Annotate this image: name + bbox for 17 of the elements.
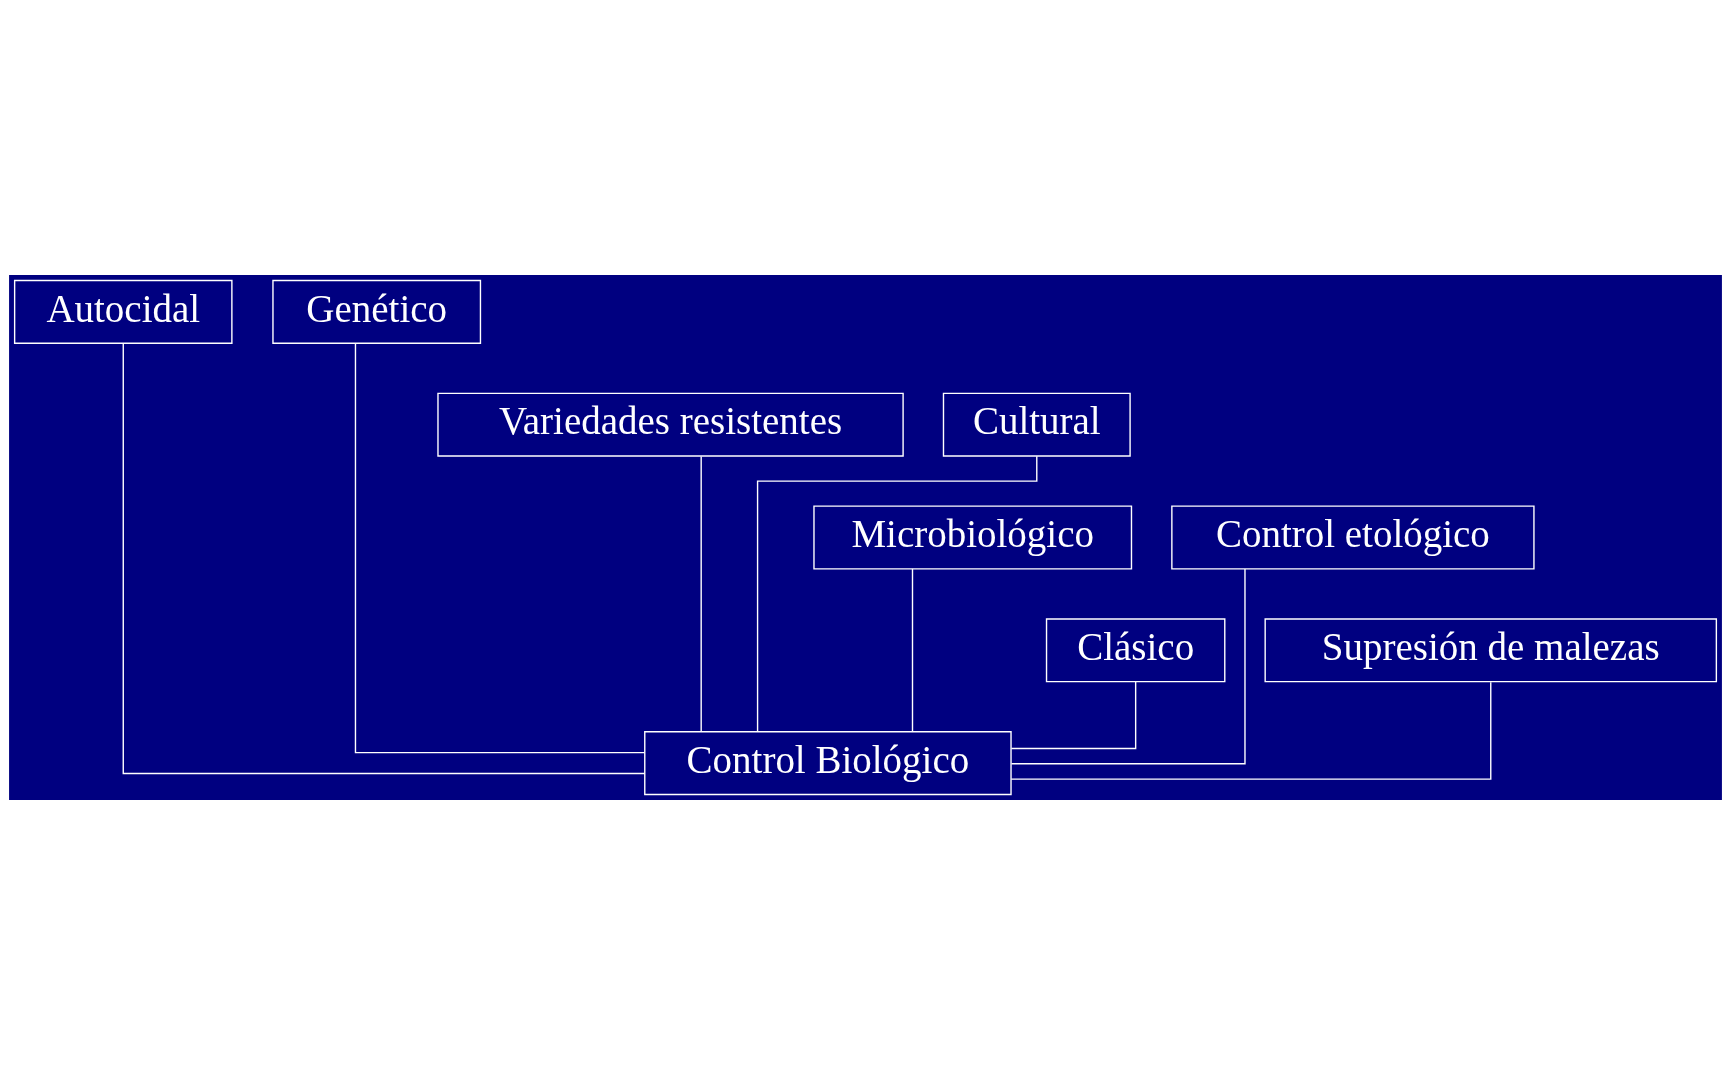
node-box: Autocidal: [13, 279, 233, 344]
connector: [911, 568, 914, 733]
node-box: Clásico: [1045, 618, 1226, 683]
connector: [700, 455, 702, 733]
node-box: Control etológico: [1171, 505, 1535, 570]
connector: [354, 342, 646, 754]
node-box: Cultural: [942, 392, 1131, 457]
connector: [1010, 681, 1137, 750]
connector: [122, 342, 646, 775]
node-box: Supresión de malezas: [1264, 618, 1718, 683]
node-box: Variedades resistentes: [437, 392, 904, 457]
node-box: Genético: [272, 279, 482, 344]
connector: [1010, 568, 1246, 765]
connector: [756, 455, 1038, 732]
node-box: Control Biológico: [644, 731, 1012, 796]
node-box: Microbiológico: [813, 505, 1133, 570]
connector: [1010, 681, 1492, 780]
